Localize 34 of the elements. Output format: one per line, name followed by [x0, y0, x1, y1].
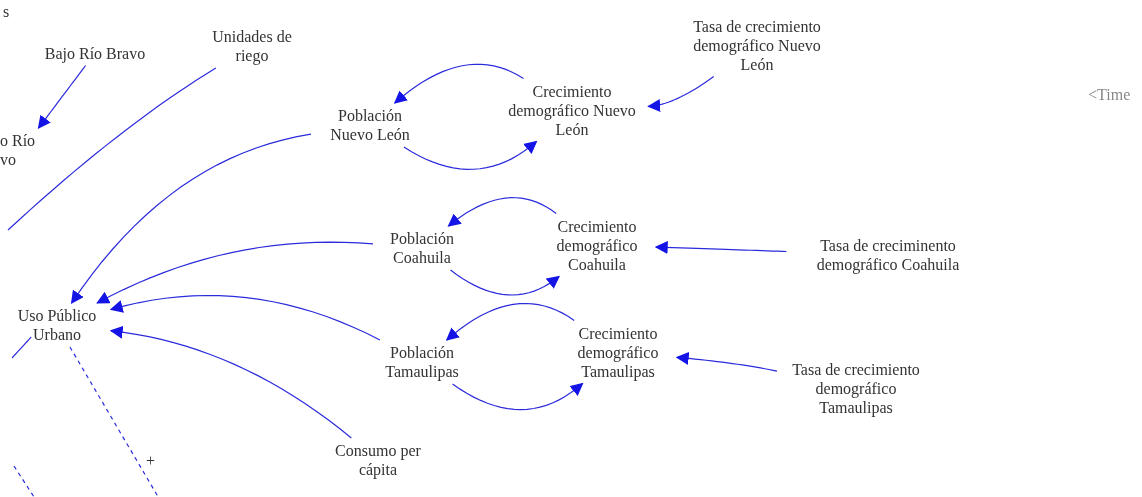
variable-label: Unidades de riego [211, 27, 293, 65]
variable-label: Población Nuevo León [329, 106, 411, 144]
arrow [109, 294, 381, 341]
arrow [647, 75, 715, 113]
connector-line [69, 346, 161, 497]
variable-label: Tasa de crecimiento demográfico Tamaulipas [791, 359, 921, 417]
arrow [445, 302, 575, 341]
arrow [449, 269, 560, 296]
variable-label: Tasa de crecimiento demográfico Nuevo León [692, 16, 822, 74]
variable-label: Crecimiento demográfico Tamaulipas [576, 323, 660, 381]
variable-label: Crecimiento demográfico Coahuila [555, 216, 639, 274]
variable-label: Crecimiento demográfico Nuevo León [507, 81, 637, 139]
arrow [675, 351, 778, 372]
variable-label: o Río vo [0, 131, 37, 169]
arrow [451, 382, 584, 411]
arrow [654, 240, 788, 254]
connector-line [11, 336, 32, 359]
connector-line [7, 67, 217, 231]
arrow [109, 325, 352, 439]
arrow [393, 63, 525, 104]
variable-label: Uso Público Urbano [16, 306, 98, 344]
polarity-sign: s [3, 3, 10, 21]
arrow [447, 197, 557, 227]
variable-label: Población Coahuila [389, 229, 455, 267]
variable-label: Consumo per cápita [334, 441, 422, 479]
polarity-sign: + [146, 452, 156, 470]
variable-label: <Time [1088, 86, 1131, 104]
variable-label: Bajo Río Bravo [44, 43, 146, 63]
arrow [403, 140, 538, 170]
variable-label: Tasa de creciminento demográfico Coahuila [815, 236, 961, 274]
arrow [37, 64, 87, 130]
arrow [70, 133, 312, 305]
variable-label: Población Tamaulipas [384, 343, 460, 381]
arrow [96, 241, 374, 304]
